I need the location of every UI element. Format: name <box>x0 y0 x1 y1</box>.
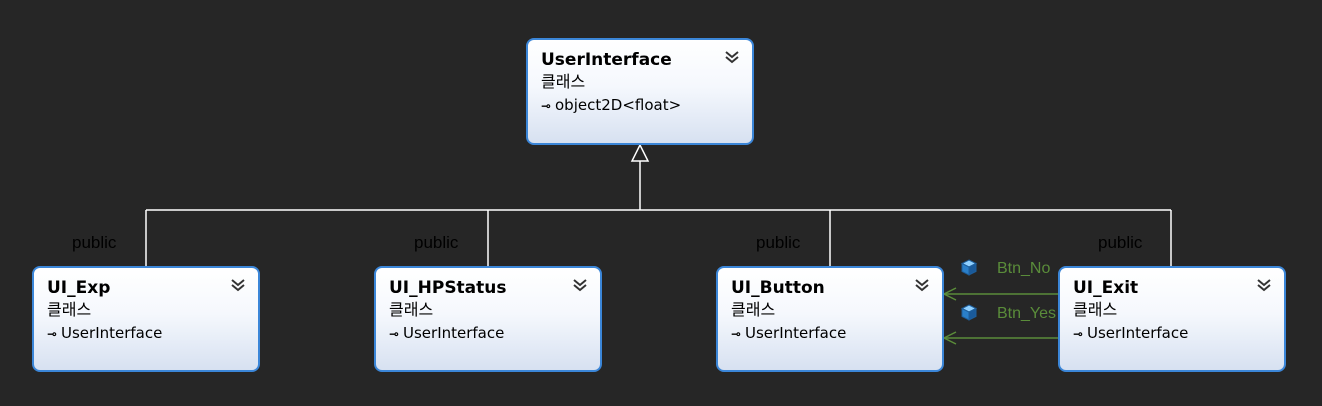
class-base-name: UserInterface <box>61 324 163 342</box>
double-chevron-down-icon[interactable] <box>1256 277 1272 293</box>
inheritance-arrow-icon: ⊸ <box>541 99 552 113</box>
class-kind: 클래스 <box>541 72 586 91</box>
class-name: UI_Button <box>731 278 825 298</box>
double-chevron-down-icon[interactable] <box>230 277 246 293</box>
class-name: UI_HPStatus <box>389 278 507 298</box>
inheritance-arrow-icon: ⊸ <box>389 327 400 341</box>
inheritance-arrow-icon: ⊸ <box>1073 327 1084 341</box>
class-kind: 클래스 <box>389 300 434 319</box>
association-label-btn-no: Btn_No <box>997 260 1051 277</box>
class-name: UI_Exp <box>47 278 111 298</box>
double-chevron-down-icon[interactable] <box>724 49 740 65</box>
double-chevron-down-icon[interactable] <box>914 277 930 293</box>
inheritance-label-ui-hpstatus: public <box>414 233 459 252</box>
inheritance-label-ui-button: public <box>756 233 801 252</box>
class-box-userinterface[interactable]: UserInterface 클래스 ⊸object2D<float> <box>526 38 754 145</box>
class-base: ⊸UserInterface <box>731 321 942 346</box>
class-base-name: UserInterface <box>1087 324 1189 342</box>
inheritance-arrow-icon: ⊸ <box>731 327 742 341</box>
class-box-ui-exp[interactable]: UI_Exp 클래스 ⊸UserInterface <box>32 266 260 372</box>
association-arrowhead-btn-no <box>942 287 957 301</box>
class-kind: 클래스 <box>47 300 92 319</box>
inheritance-label-ui-exit: public <box>1098 233 1143 252</box>
class-box-ui-button[interactable]: UI_Button 클래스 ⊸UserInterface <box>716 266 944 372</box>
double-chevron-down-icon[interactable] <box>572 277 588 293</box>
class-base: ⊸UserInterface <box>1073 321 1284 346</box>
class-box-ui-exit[interactable]: UI_Exit 클래스 ⊸UserInterface <box>1058 266 1286 372</box>
class-base: ⊸UserInterface <box>47 321 258 346</box>
class-base: ⊸UserInterface <box>389 321 600 346</box>
class-kind: 클래스 <box>1073 300 1118 319</box>
class-name: UserInterface <box>541 50 672 70</box>
class-base: ⊸object2D<float> <box>541 93 752 118</box>
inheritance-arrow-icon: ⊸ <box>47 327 58 341</box>
class-kind: 클래스 <box>731 300 776 319</box>
inheritance-arrowhead <box>630 143 650 162</box>
association-arrowhead-btn-yes <box>942 331 957 345</box>
field-icon <box>960 259 978 276</box>
class-base-name: object2D<float> <box>555 96 682 114</box>
class-box-ui-hpstatus[interactable]: UI_HPStatus 클래스 ⊸UserInterface <box>374 266 602 372</box>
field-icon <box>960 304 978 321</box>
association-label-btn-yes: Btn_Yes <box>997 305 1057 322</box>
class-base-name: UserInterface <box>745 324 847 342</box>
inheritance-label-ui-exp: public <box>72 233 117 252</box>
class-name: UI_Exit <box>1073 278 1139 298</box>
class-base-name: UserInterface <box>403 324 505 342</box>
